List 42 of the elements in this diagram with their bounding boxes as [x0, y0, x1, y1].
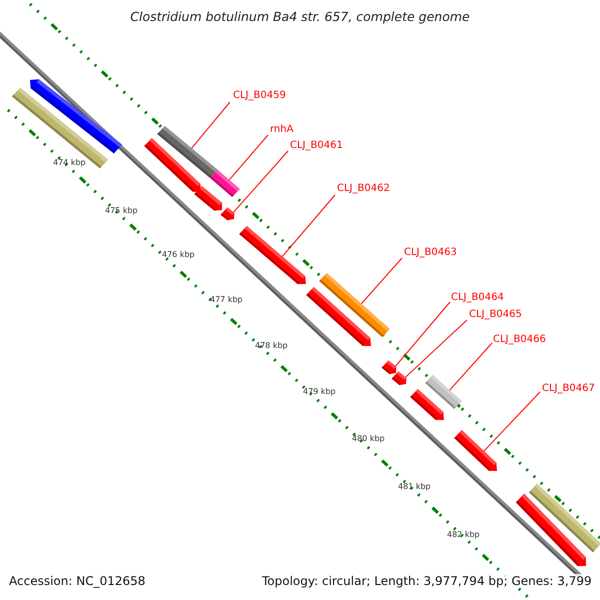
leader-line [191, 102, 230, 149]
scale-label: 481 kbp [398, 482, 431, 491]
leader-line [405, 320, 468, 378]
gene-label: CLJ_B0461 [290, 140, 343, 151]
genome-stats-text: Topology: circular; Length: 3,977,794 bp; Genes: 3,799 [262, 574, 592, 588]
scale-label: 478 kbp [255, 341, 288, 350]
accession-text: Accession: NC_012658 [9, 574, 146, 588]
leader-line [395, 302, 450, 367]
gene-label: CLJ_B0466 [493, 334, 546, 345]
gene-label: CLJ_B0463 [404, 247, 457, 258]
scale-label: 480 kbp [352, 434, 385, 443]
gene-feature [306, 287, 371, 346]
gene-feature [30, 79, 122, 154]
leader-line [233, 150, 288, 213]
gene-feature [157, 126, 218, 178]
gene-feature [392, 371, 406, 386]
gene-feature [220, 207, 234, 220]
scale-label: 482 kbp [447, 530, 480, 539]
scale-label: 477 kbp [210, 295, 243, 304]
scale-label: 474 kbp [53, 158, 86, 167]
leader-line [228, 134, 268, 180]
gene-feature [194, 186, 222, 211]
gene-feature [382, 360, 396, 374]
scale-label: 479 kbp [303, 387, 336, 396]
leader-line [483, 392, 540, 452]
gene-feature [516, 494, 586, 566]
leader-line [449, 342, 492, 391]
genome-title: Clostridium botulinum Ba4 str. 657, complete genome [129, 9, 471, 24]
gene-feature [210, 170, 240, 197]
gene-label: CLJ_B0465 [469, 309, 522, 320]
gene-feature [239, 226, 306, 284]
gene-feature [410, 389, 444, 420]
gene-label: CLJ_B0467 [542, 383, 595, 394]
gene-feature [454, 430, 497, 471]
gene-label: CLJ_B0462 [337, 183, 390, 194]
leader-line [360, 258, 402, 304]
scale-label: 475 kbp [105, 206, 138, 215]
scale-label: 476 kbp [162, 250, 195, 259]
gene-label: CLJ_B0459 [233, 90, 286, 101]
leader-line [282, 194, 336, 257]
gene-label: CLJ_B0464 [451, 292, 504, 303]
gene-label: rnhA [270, 124, 294, 135]
